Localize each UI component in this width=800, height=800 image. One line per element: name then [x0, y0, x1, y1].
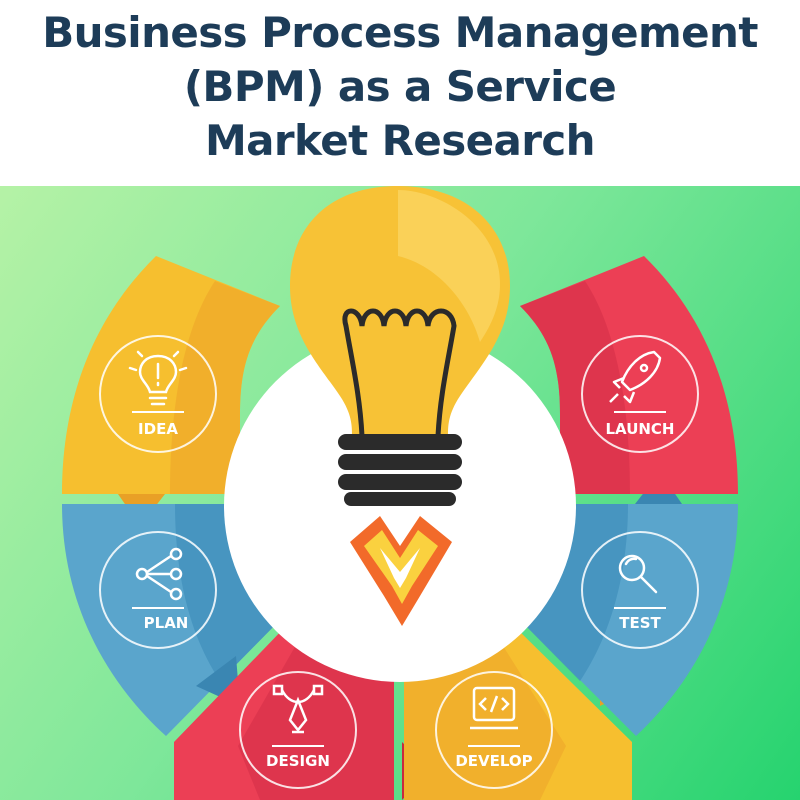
stage-plan: PLAN: [99, 531, 217, 649]
code-window-icon: [470, 686, 518, 730]
sector-launch-shade: [520, 281, 630, 494]
stage-develop: DEVELOP: [435, 671, 553, 789]
flame-inner: [364, 530, 438, 604]
sector-plan-shade: [175, 504, 282, 681]
bulb-base-1: [338, 434, 462, 450]
stage-design: DESIGN: [239, 671, 357, 789]
pen-tool-icon: [272, 684, 324, 734]
sector-design-shade: [238, 638, 394, 800]
title-line-3: Market Research: [204, 116, 596, 165]
stage-idea: IDEA: [99, 335, 217, 453]
title-line-1: Business Process Management: [42, 8, 758, 57]
stage-label-design: DESIGN: [266, 752, 330, 770]
stage-label-plan: PLAN: [144, 614, 189, 632]
share-nodes-icon: [135, 547, 183, 601]
diagram-svg: IDEA PLAN DESIGN: [62, 186, 738, 800]
sector-idea-shade: [170, 281, 280, 494]
bulb-filament: [343, 323, 457, 439]
process-diagram: IDEA PLAN DESIGN: [0, 186, 800, 800]
magnifier-icon: [618, 554, 658, 594]
bulb-coil: [342, 308, 457, 327]
lightbulb-icon: [128, 350, 188, 406]
title-block: Business Process Management (BPM) as a S…: [0, 0, 800, 186]
stage-label-test: TEST: [619, 614, 661, 632]
bulb-base-4: [344, 492, 456, 506]
flame-core: [380, 548, 420, 588]
title-line-2: (BPM) as a Service: [183, 62, 617, 111]
stage-label-develop: DEVELOP: [455, 752, 532, 770]
stage-test: TEST: [581, 531, 699, 649]
stage-label-idea: IDEA: [138, 420, 178, 438]
stage-label-launch: LAUNCH: [605, 420, 674, 438]
bulb-highlight: [398, 190, 500, 342]
lightbulb-rocket-icon: [290, 186, 510, 626]
badge-ring-launch: [581, 335, 699, 453]
badge-ring-develop: [435, 671, 553, 789]
badge-ring-idea: [99, 335, 217, 453]
bulb-base-3: [338, 474, 462, 490]
badge-ring-test: [581, 531, 699, 649]
badge-ring-design: [239, 671, 357, 789]
badge-ring-plan: [99, 531, 217, 649]
stage-launch: LAUNCH: [581, 335, 699, 453]
rocket-icon: [609, 350, 662, 404]
bulb-base-2: [338, 454, 462, 470]
